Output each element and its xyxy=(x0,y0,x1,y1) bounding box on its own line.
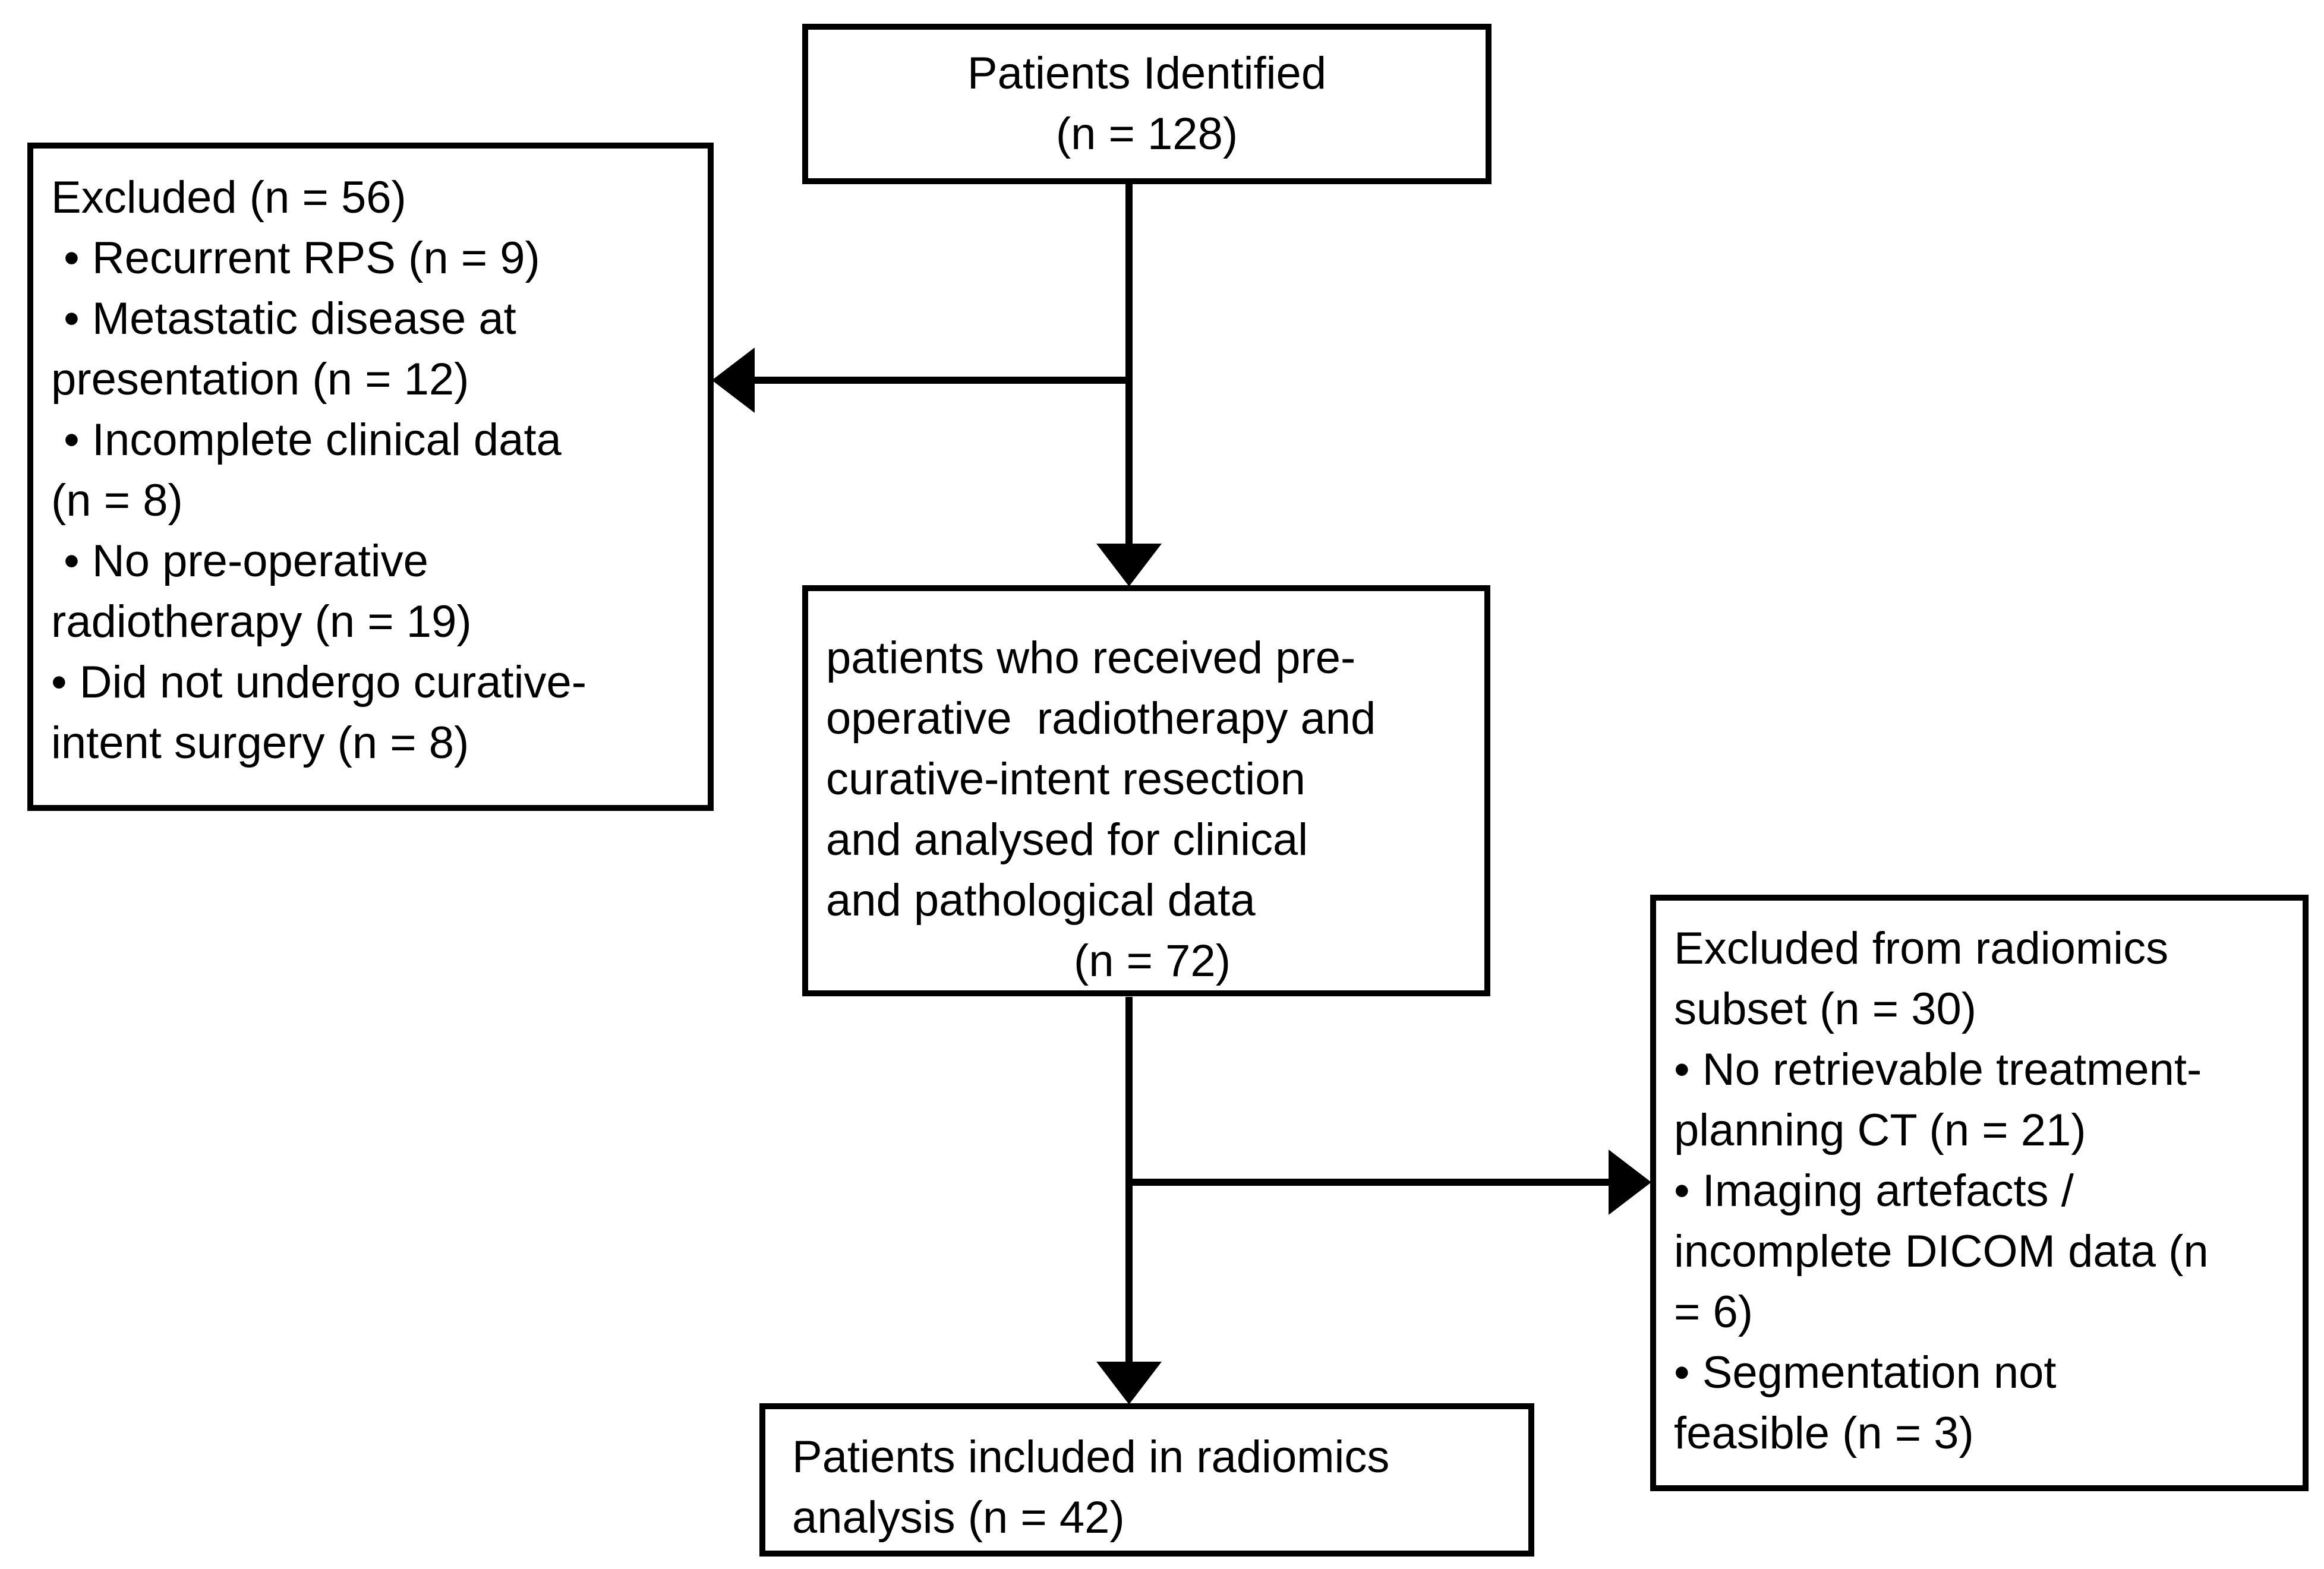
excluded-clinical-text: Excluded (n = 56) • Recurrent RPS (n = 9… xyxy=(51,172,587,768)
radiomics-included-text: Patients included in radiomics analysis … xyxy=(792,1432,1390,1543)
patients-identified-text: Patients Identified (n = 128) xyxy=(967,48,1327,159)
clinical-cohort-text: patients who received pre- operative rad… xyxy=(826,633,1376,926)
arrow-branch-to-excluded-head-icon xyxy=(712,348,755,413)
arrow-cohort-to-included-head-icon xyxy=(1096,1362,1162,1404)
arrow-identified-to-cohort-head-icon xyxy=(1096,544,1162,586)
excluded-radiomics-text: Excluded from radiomics subset (n = 30) … xyxy=(1674,923,2209,1458)
box-excluded-clinical: Excluded (n = 56) • Recurrent RPS (n = 9… xyxy=(27,143,714,811)
arrow-branch-to-excluded-stem xyxy=(746,377,1133,384)
box-radiomics-included: Patients included in radiomics analysis … xyxy=(759,1403,1534,1557)
clinical-cohort-count: (n = 72) xyxy=(1073,936,1231,986)
box-patients-identified: Patients Identified (n = 128) xyxy=(802,24,1491,184)
box-excluded-radiomics: Excluded from radiomics subset (n = 30) … xyxy=(1650,895,2309,1491)
box-clinical-cohort: patients who received pre- operative rad… xyxy=(802,585,1490,996)
arrow-branch-to-radiomics-excluded-stem xyxy=(1125,1179,1613,1186)
arrow-branch-to-radiomics-excluded-head-icon xyxy=(1609,1150,1651,1215)
arrow-identified-to-cohort-stem xyxy=(1125,184,1133,558)
